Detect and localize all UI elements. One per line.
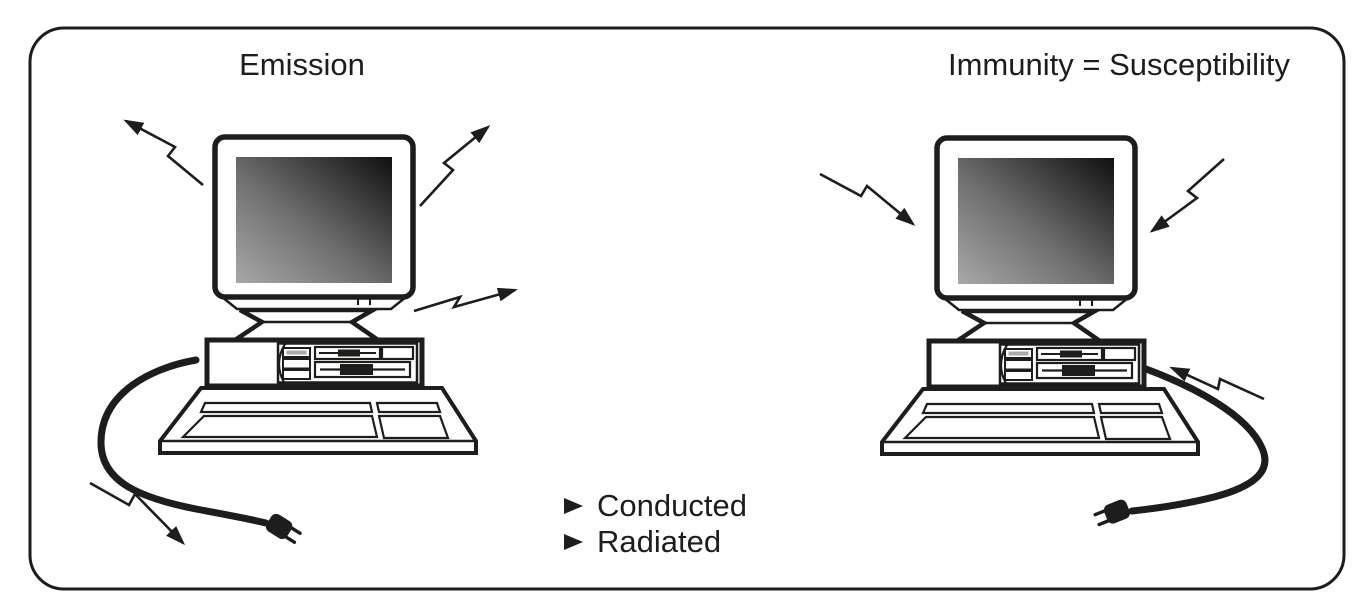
- lightning-arrow-emission-mid-right: [413, 287, 518, 313]
- lightning-arrow-emission-top-left: [123, 119, 204, 187]
- computer-right-immunity: [882, 138, 1198, 454]
- right-triangle-icon: [564, 498, 583, 514]
- legend-label: Radiated: [597, 524, 722, 559]
- power-plug-right: [1093, 499, 1130, 527]
- diagram-border: [28, 26, 1346, 591]
- power-plug-left: [265, 513, 302, 544]
- immunity-title: Immunity = Susceptibility: [948, 47, 1290, 82]
- lightning-arrow-emission-cord: [89, 481, 186, 546]
- legend-label: Conducted: [597, 488, 747, 523]
- lightning-arrow-emission-top-right: [419, 125, 491, 207]
- legend-item-radiated: Radiated: [564, 524, 747, 560]
- lightning-arrow-immunity-right: [1149, 158, 1225, 233]
- lightning-arrow-immunity-left: [819, 172, 916, 226]
- legend-item-conducted: Conducted: [564, 488, 747, 524]
- lightning-arrow-immunity-cord: [1169, 366, 1265, 401]
- power-cord-left: [97, 356, 270, 527]
- computer-left-emission: [160, 137, 476, 453]
- right-triangle-icon: [564, 534, 583, 550]
- power-cord-right: [1128, 365, 1269, 515]
- emission-title: Emission: [239, 47, 365, 82]
- legend: Conducted Radiated: [564, 488, 747, 560]
